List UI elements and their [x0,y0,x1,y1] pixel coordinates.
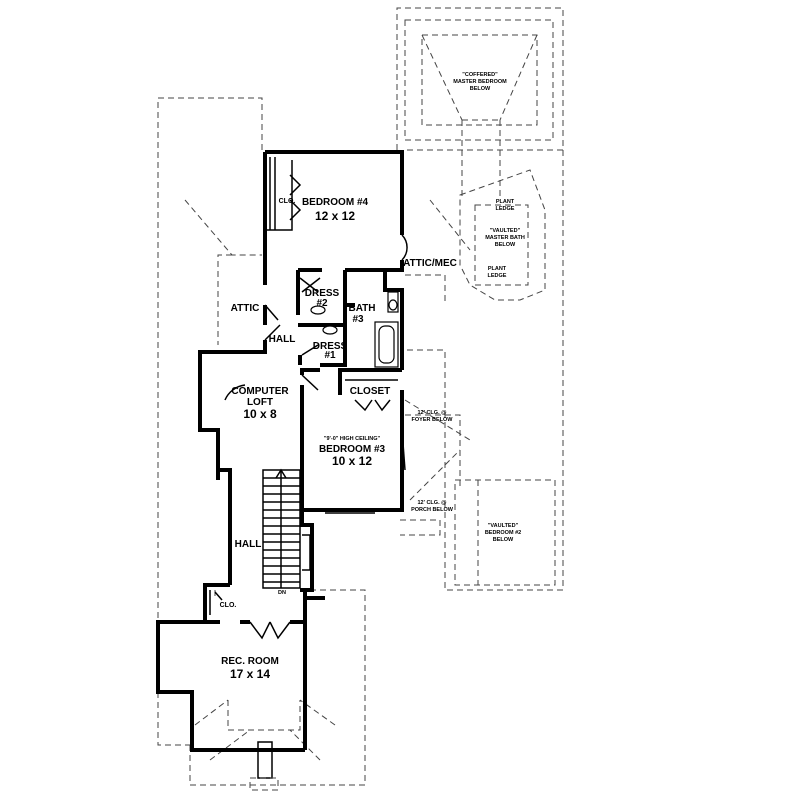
bedroom4-closet-label: CLO. [279,198,296,205]
rec-room-size: 17 x 14 [230,667,270,681]
loft-line2: LOFT [247,397,273,408]
bedroom3-closet-label: CLOSET [350,386,391,397]
vaulted-bath-line3: BELOW [495,242,516,248]
plant-ledge-lower-line2: LEDGE [488,273,507,279]
dress2-line2: #2 [316,298,328,309]
vaulted-bath-line1: "VAULTED" [490,228,521,234]
lower-hall-label: HALL [235,539,262,550]
attic-mec-label: ATTIC/MEC [403,258,457,269]
bedroom3-size: 10 x 12 [332,454,372,468]
stair-down-label: DN [278,590,286,596]
plant-ledge-upper-line1: PLANT [496,199,515,205]
loft-line1: COMPUTER [231,386,289,397]
vaulted-bed2-line3: BELOW [493,537,514,543]
coffered-line3: BELOW [470,86,491,92]
loft-size: 10 x 8 [243,407,277,421]
coffered-line2: MASTER BEDROOM [453,79,507,85]
bedroom3-name: BEDROOM #3 [319,444,386,455]
vaulted-bed2-line2: BEDROOM #2 [485,530,521,536]
bath3-line2: #3 [352,314,364,325]
bedroom4-size: 12 x 12 [315,209,355,223]
bedroom3-ceiling-note: "9'-0" HIGH CEILING" [324,436,381,442]
below-notes: "COFFERED" MASTER BEDROOM BELOW PLANT LE… [411,72,525,543]
room-labels: BEDROOM #4 12 x 12 CLO. ATTIC/MEC DRESS … [220,197,457,681]
porch-line1: 12' CLG. @ [418,500,448,506]
vaulted-bed2-line1: "VAULTED" [488,523,519,529]
attic-label: ATTIC [231,303,260,314]
roof-outline-lines [157,7,564,791]
porch-line2: PORCH BELOW [411,507,454,513]
foyer-line2: FOYER BELOW [412,417,454,423]
rec-closet-label: CLO. [220,602,237,609]
upper-hall-label: HALL [269,334,296,345]
vaulted-bath-line2: MASTER BATH [485,235,525,241]
plant-ledge-upper-line2: LEDGE [496,206,515,212]
coffered-line1: "COFFERED" [462,72,498,78]
dress1-line1: DRESS [313,341,348,352]
fixtures [209,157,408,640]
bedroom4-name: BEDROOM #4 [302,197,369,208]
bath3-line1: BATH [348,303,375,314]
dress2-line1: DRESS [305,288,340,299]
stairs [262,468,301,589]
foyer-line1: 12' CLG. @ [418,410,448,416]
rec-room-name: REC. ROOM [221,656,279,667]
dress1-line2: #1 [324,350,336,361]
plant-ledge-lower-line1: PLANT [488,266,507,272]
